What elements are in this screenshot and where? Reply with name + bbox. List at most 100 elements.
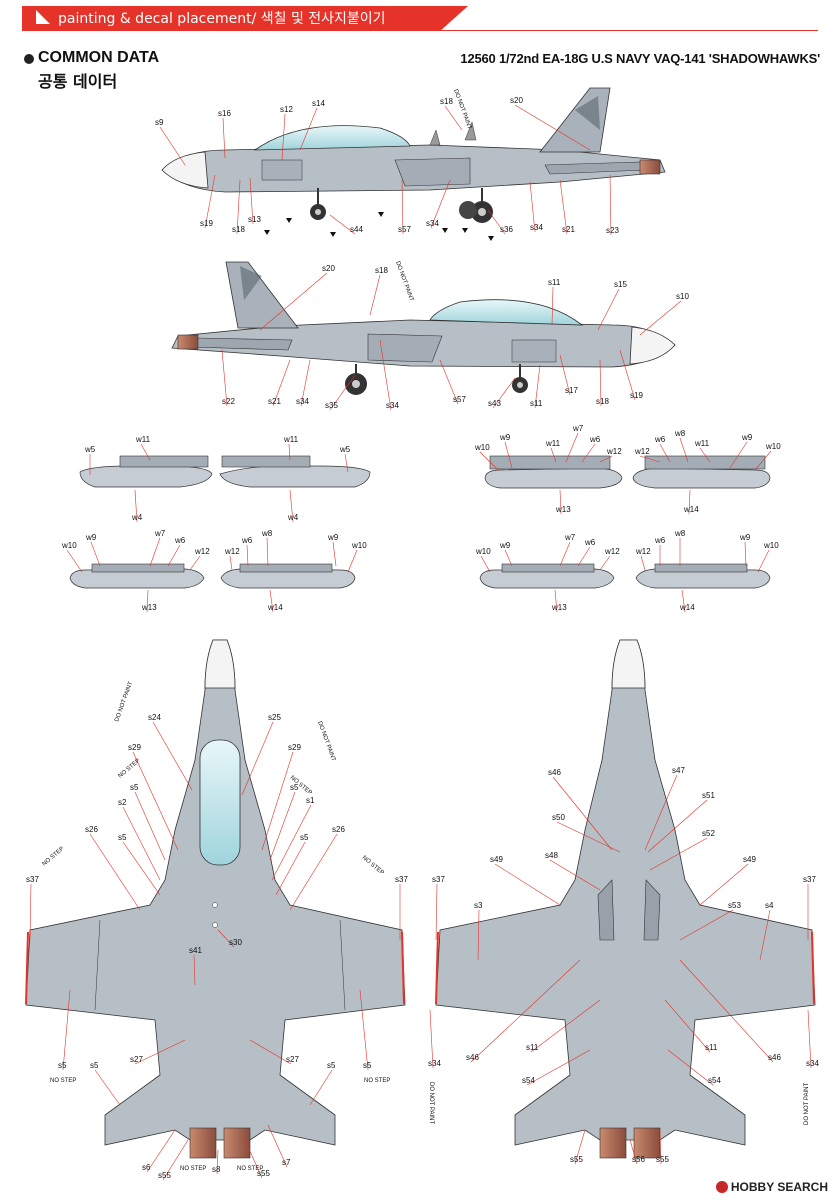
decal-label-s30: s30 (229, 938, 242, 947)
canopy (253, 125, 411, 151)
decal-label-s36: s36 (500, 225, 513, 234)
leader-line (559, 179, 568, 235)
decal-label-s26: s26 (85, 825, 98, 834)
decal-label-w12: w12 (224, 547, 240, 556)
leader-line (241, 721, 274, 796)
decal-label-s15: s15 (614, 280, 627, 289)
decal-label-s18: s18 (596, 397, 609, 406)
leader-line (62, 989, 71, 1071)
decal-label-s34: s34 (806, 1059, 819, 1068)
decal-label-s50: s50 (552, 813, 565, 822)
leader-line (249, 177, 254, 225)
leader-line (565, 432, 579, 463)
antenna (464, 121, 477, 141)
decal-label-w6: w6 (654, 536, 666, 545)
decal-label-s3: s3 (474, 901, 483, 910)
leader-line (332, 541, 337, 567)
decal-label-w5: w5 (84, 445, 96, 454)
decal-label-s11: s11 (548, 278, 561, 287)
decal-label-s2: s2 (118, 798, 127, 807)
decal-label-s9: s9 (155, 118, 164, 127)
decal-label-s44: s44 (350, 225, 363, 234)
pod-pylon (489, 455, 611, 470)
leader-line (679, 437, 689, 463)
decal-label-s37: s37 (432, 875, 445, 884)
leader-line (554, 589, 558, 613)
decal-label-s34: s34 (530, 223, 543, 232)
leader-line (329, 374, 356, 411)
pod-pylon (501, 563, 595, 573)
do-not-paint-text: DO NOT PAINT (428, 1082, 434, 1124)
leader-line (300, 359, 311, 407)
header-banner (22, 6, 468, 30)
decal-label-w14: w14 (267, 603, 283, 612)
leader-line (754, 450, 772, 471)
decal-label-s52: s52 (702, 829, 715, 838)
decal-label-w13: w13 (551, 603, 567, 612)
vertical-tail (225, 261, 299, 329)
leader-line (309, 1069, 333, 1106)
leader-line (664, 999, 711, 1053)
decal-label-w11: w11 (135, 435, 151, 444)
leader-line (222, 117, 226, 159)
leader-line (216, 1149, 219, 1175)
decal-label-s46: s46 (768, 1053, 781, 1062)
decal-label-s8: s8 (212, 1165, 221, 1174)
header-triangle-icon (36, 10, 50, 24)
intake (367, 333, 443, 363)
pod-pylon (644, 455, 766, 470)
wing-fold-line (339, 919, 346, 1011)
decal-label-s4: s4 (765, 901, 774, 910)
decal-label-w9: w9 (739, 533, 751, 542)
decal-label-w10: w10 (474, 443, 490, 452)
leader-line (599, 455, 613, 463)
intake (394, 157, 471, 187)
decal-label-s5: s5 (58, 1061, 67, 1070)
leader-line (549, 859, 601, 891)
leader-line (639, 300, 682, 336)
decal-label-s5: s5 (300, 833, 309, 842)
pod-pylon (239, 563, 333, 573)
decal-label-s37: s37 (803, 875, 816, 884)
leader-line (140, 443, 151, 461)
pod (632, 467, 771, 489)
leader-line (122, 841, 161, 896)
decal-label-s46: s46 (466, 1053, 479, 1062)
leader-line (193, 954, 196, 986)
section-subtitle: 공통 데이터 (38, 72, 118, 91)
decal-label-w4: w4 (131, 513, 143, 522)
leader-line (526, 1049, 591, 1086)
leader-line (679, 909, 734, 941)
leader-line (132, 751, 179, 851)
leader-line (146, 1129, 176, 1173)
decal-label-s5: s5 (327, 1061, 336, 1070)
leader-line (90, 541, 101, 567)
decal-label-w14: w14 (679, 603, 695, 612)
pod (79, 465, 213, 488)
decal-label-s1: s1 (306, 796, 315, 805)
leader-line (480, 555, 491, 573)
leader-line (152, 721, 193, 791)
side-view-right (171, 261, 676, 395)
leader-line (504, 549, 513, 567)
decal-label-s20: s20 (510, 96, 523, 105)
pod-pylon (654, 563, 748, 573)
decal-label-s34: s34 (296, 397, 309, 406)
leader-line (189, 555, 201, 571)
leader-line (639, 455, 661, 463)
decal-label-w5: w5 (339, 445, 351, 454)
leader-line (581, 443, 596, 463)
leader-line (401, 179, 404, 235)
no-step-text: NO STEP (237, 1166, 263, 1172)
decal-label-w11: w11 (545, 439, 561, 448)
decal-label-s20: s20 (322, 264, 335, 273)
decal-label-s43: s43 (488, 399, 501, 408)
marker-dot (212, 902, 218, 908)
wing-fold-line (94, 919, 101, 1011)
decal-label-s27: s27 (130, 1055, 143, 1064)
decal-label-s46: s46 (548, 768, 561, 777)
decal-label-w12: w12 (606, 447, 622, 456)
intake-left (597, 879, 615, 941)
leader-line (162, 1139, 189, 1181)
leader-line (807, 1009, 812, 1069)
